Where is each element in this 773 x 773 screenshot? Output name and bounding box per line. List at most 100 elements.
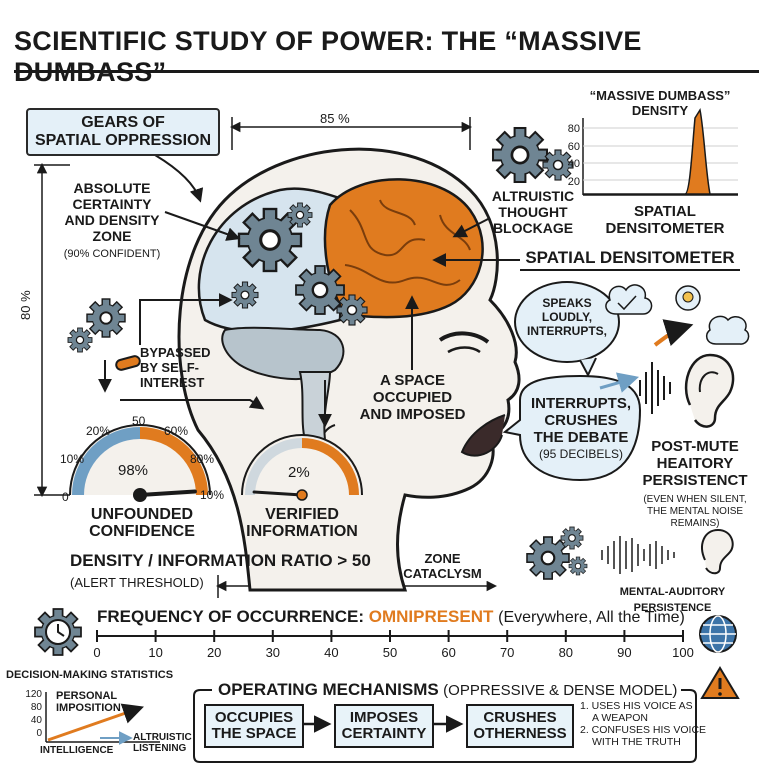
density-chart-title: “MASSIVE DUMBASS” DENSITY xyxy=(575,88,745,118)
decision-x-right-line: LISTENING xyxy=(133,743,187,754)
decision-yticks: 120 80 40 0 xyxy=(16,688,42,740)
information-gauge xyxy=(241,434,363,501)
space-occupied-label: A SPACE OCCUPIED AND IMPOSED xyxy=(355,372,470,423)
gauge-tick: 50 xyxy=(132,414,146,428)
globe-icon xyxy=(699,615,737,653)
interrupts-line: INTERRUPTS, xyxy=(530,395,631,412)
frequency-scale xyxy=(96,630,684,642)
density-ytick: 60 xyxy=(567,140,580,153)
interrupts-label: INTERRUPTS, CRUSHES THE DEBATE (95 DECIB… xyxy=(526,395,636,461)
post-mute-note: (EVEN WHEN SILENT, THE MENTAL NOISE REMA… xyxy=(630,494,760,530)
frequency-note: (Everywhere, All the Time) xyxy=(498,609,685,626)
space-line: AND IMPOSED xyxy=(359,406,466,423)
information-value: 2% xyxy=(288,464,310,481)
mental-auditory-label: MENTAL-AUDITORY PERSISTENCE xyxy=(619,586,726,614)
mechanisms-frame xyxy=(193,689,697,763)
frequency-tick-label: 60 xyxy=(441,645,456,660)
decision-ytick: 40 xyxy=(30,715,42,726)
thought-cloud-icon xyxy=(605,284,653,315)
bypassed-line: BY SELF- xyxy=(140,360,199,375)
note-line: A WEAPON xyxy=(592,712,649,724)
step-line: OCCUPIES xyxy=(214,709,294,726)
certainty-line: ABSOLUTE xyxy=(73,180,151,196)
mechanism-step-crushes: CRUSHES OTHERNESS xyxy=(466,704,574,748)
density-caption-line: DENSITOMETER xyxy=(605,220,725,237)
post-mute-line: HEAITORY xyxy=(656,455,734,472)
density-ytick: 20 xyxy=(567,175,580,188)
confidence-gauge xyxy=(69,424,211,502)
frequency-tick-label: 90 xyxy=(617,645,632,660)
width-label: 85 % xyxy=(320,111,350,126)
ear-small-icon xyxy=(701,528,734,575)
gauge-tick: 20% xyxy=(86,424,111,438)
decision-chart xyxy=(45,692,160,745)
information-caption-line: INFORMATION xyxy=(246,523,358,540)
step-line: CRUSHES xyxy=(483,709,557,726)
mechanism-notes: 1. USES HIS VOICE AS A WEAPON 2. CONFUSE… xyxy=(580,700,706,748)
step-line: OTHERNESS xyxy=(473,725,567,742)
bypassed-line: INTEREST xyxy=(140,375,205,390)
gear-icon xyxy=(336,294,368,326)
certainty-line: AND DENSITY xyxy=(64,212,160,228)
gear-icon xyxy=(231,281,259,309)
frequency-tick-label: 10 xyxy=(148,645,163,660)
speech-bubble-interrupts xyxy=(502,374,642,482)
speech-bubble-speaks xyxy=(514,281,620,378)
spatial-densitometer-heading: SPATIAL DENSITOMETER xyxy=(520,249,740,271)
confidence-value: 98% xyxy=(118,462,149,479)
density-caption-line: SPATIAL xyxy=(634,203,696,220)
density-title-line: DENSITY xyxy=(631,103,689,118)
confidence-caption-line: UNFOUNDED xyxy=(90,506,194,523)
decision-x-left: INTELLIGENCE xyxy=(40,745,114,756)
confidence-caption-line: CONFIDENCE xyxy=(89,523,195,540)
zone-line: CATACLYSM xyxy=(403,566,482,581)
mechanisms-heading: OPERATING MECHANISMS (OPPRESSIVE & DENSE… xyxy=(214,680,682,700)
interrupts-note: (95 DECIBELS) xyxy=(538,447,624,461)
confidence-caption: UNFOUNDED CONFIDENCE xyxy=(74,506,210,540)
speaks-line: SPEAKS xyxy=(542,296,592,310)
sound-wave-small-icon xyxy=(601,536,675,574)
mechanisms-title: OPERATING MECHANISMS xyxy=(218,680,439,699)
speaks-label: SPEAKS LOUDLY, INTERRUPTS, xyxy=(517,296,617,338)
frequency-tick-label: 50 xyxy=(382,645,398,660)
clock-icon xyxy=(33,607,83,657)
gears-box-line: SPATIAL OPPRESSION xyxy=(34,132,212,149)
note-line: 1. USES HIS VOICE AS xyxy=(580,700,693,712)
ratio-label: DENSITY / INFORMATION RATIO > 50 xyxy=(70,551,371,570)
speaks-line: INTERRUPTS, xyxy=(526,324,607,338)
frequency-tick-label: 100 xyxy=(672,645,694,660)
brain-illustration xyxy=(197,178,484,441)
frequency-tick-label: 0 xyxy=(93,645,101,660)
information-caption: VERIFIED INFORMATION xyxy=(240,506,364,540)
decision-ytick: 80 xyxy=(30,702,42,713)
decision-title: DECISION-MAKING STATISTICS xyxy=(6,669,174,681)
altruistic-line: BLOCKAGE xyxy=(492,220,574,236)
zone-line: ZONE xyxy=(424,551,461,566)
frequency-row: FREQUENCY OF OCCURRENCE: OMNIPRESENT (Ev… xyxy=(97,607,685,627)
gear-icon xyxy=(86,298,126,338)
altruistic-line: THOUGHT xyxy=(498,204,568,220)
space-line: A SPACE xyxy=(379,372,445,389)
title-divider xyxy=(14,70,759,73)
warning-icon xyxy=(700,666,740,699)
frequency-tick-label: 30 xyxy=(265,645,281,660)
gear-icon xyxy=(560,526,584,550)
certainty-label: ABSOLUTE CERTAINTY AND DENSITY ZONE (90%… xyxy=(52,180,172,261)
post-mute-note-line: THE MENTAL NOISE REMAINS) xyxy=(646,506,744,529)
certainty-line: ZONE xyxy=(92,228,132,244)
decision-x-right: ALTRUISTIC LISTENING xyxy=(133,732,192,754)
interrupts-line: CRUSHES xyxy=(544,412,618,429)
bypassed-line: BYPASSED xyxy=(140,345,211,360)
frequency-value: OMNIPRESENT xyxy=(368,607,494,626)
decision-x-right-line: ALTRUISTIC xyxy=(133,732,192,743)
density-ytick: 80 xyxy=(567,123,580,135)
density-chart-caption: SPATIAL DENSITOMETER xyxy=(590,203,740,237)
decision-ytick: 120 xyxy=(25,689,42,700)
decision-series-line: IMPOSITION xyxy=(56,702,121,714)
post-mute-line: POST-MUTE xyxy=(651,438,739,455)
gauge-tick: 60% xyxy=(164,424,189,438)
step-line: THE SPACE xyxy=(211,725,297,742)
altruistic-label: ALTRUISTIC THOUGHT BLOCKAGE xyxy=(478,188,588,236)
post-mute-note-line: (EVEN WHEN SILENT, xyxy=(643,494,747,505)
note-line: WITH THE TRUTH xyxy=(592,736,681,748)
